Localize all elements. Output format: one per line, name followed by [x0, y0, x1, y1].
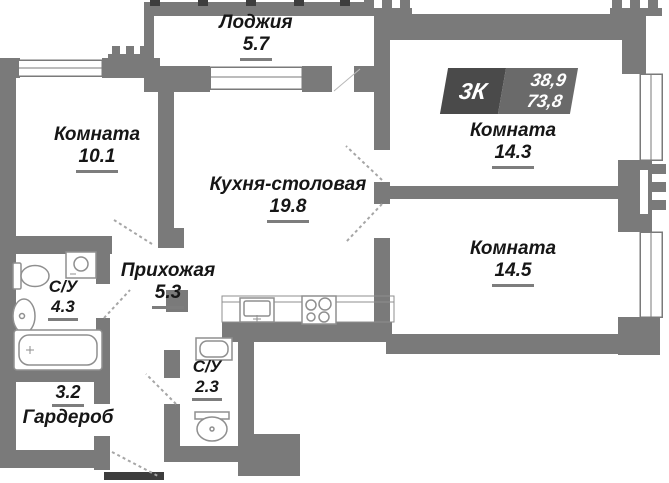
total-area-value: 73,8	[525, 91, 564, 111]
vent-shaft-icon	[108, 0, 666, 214]
room-label-room-14-3: Комната 14.3	[448, 120, 578, 169]
toilet-icon-2	[194, 411, 230, 442]
room-label-bathroom-4-3: С/У 4.3	[32, 277, 94, 322]
apartment-type-label: 3К	[439, 68, 507, 114]
kitchen-sink-icon	[239, 297, 275, 323]
room-area: 14.3	[491, 142, 535, 169]
apartment-areas: 38,9 73,8	[497, 68, 579, 114]
door-swings	[103, 68, 383, 477]
room-name: Комната	[469, 238, 557, 259]
room-area: 10.1	[75, 146, 119, 173]
toilet-icon	[12, 262, 50, 290]
room-label-bathroom-2-3: С/У 2.3	[176, 357, 238, 402]
room-label-room-14-5: Комната 14.5	[448, 238, 578, 287]
room-name: С/У	[192, 357, 222, 376]
room-label-hallway: Прихожая 5.3	[104, 260, 232, 309]
room-name: Комната	[53, 124, 141, 145]
room-name: Лоджия	[219, 12, 293, 33]
room-label-wardrobe-area: 3.2	[22, 382, 114, 408]
room-name: Прихожая	[120, 260, 216, 281]
room-name: Комната	[469, 120, 557, 141]
walls	[0, 2, 660, 476]
room-area: 19.8	[266, 196, 310, 223]
room-label-room-10-1: Комната 10.1	[33, 124, 161, 173]
windows	[17, 59, 663, 318]
room-area: 14.5	[491, 260, 535, 287]
fixtures	[12, 251, 395, 442]
room-area: 2.3	[192, 377, 222, 402]
shower-tray-icon	[195, 337, 233, 361]
sink-icon	[12, 298, 36, 334]
room-name: Кухня-столовая	[209, 174, 367, 195]
room-area: 5.3	[151, 282, 185, 309]
washing-machine-icon	[65, 251, 97, 279]
room-label-wardrobe-name: Гардероб	[0, 407, 136, 429]
stove-icon	[301, 295, 337, 325]
room-name: Гардероб	[22, 407, 114, 428]
room-name: С/У	[48, 277, 78, 296]
room-label-loggia: Лоджия 5.7	[194, 12, 318, 61]
room-area: 4.3	[48, 297, 78, 322]
apartment-info-badge: 3К 38,9 73,8	[439, 68, 579, 114]
room-area: 5.7	[239, 34, 273, 61]
room-label-kitchen: Кухня-столовая 19.8	[194, 174, 382, 223]
room-area: 3.2	[52, 382, 84, 408]
bathtub-icon	[13, 329, 103, 371]
living-area-value: 38,9	[529, 70, 568, 91]
loggia-glazing-ticks	[104, 0, 350, 480]
